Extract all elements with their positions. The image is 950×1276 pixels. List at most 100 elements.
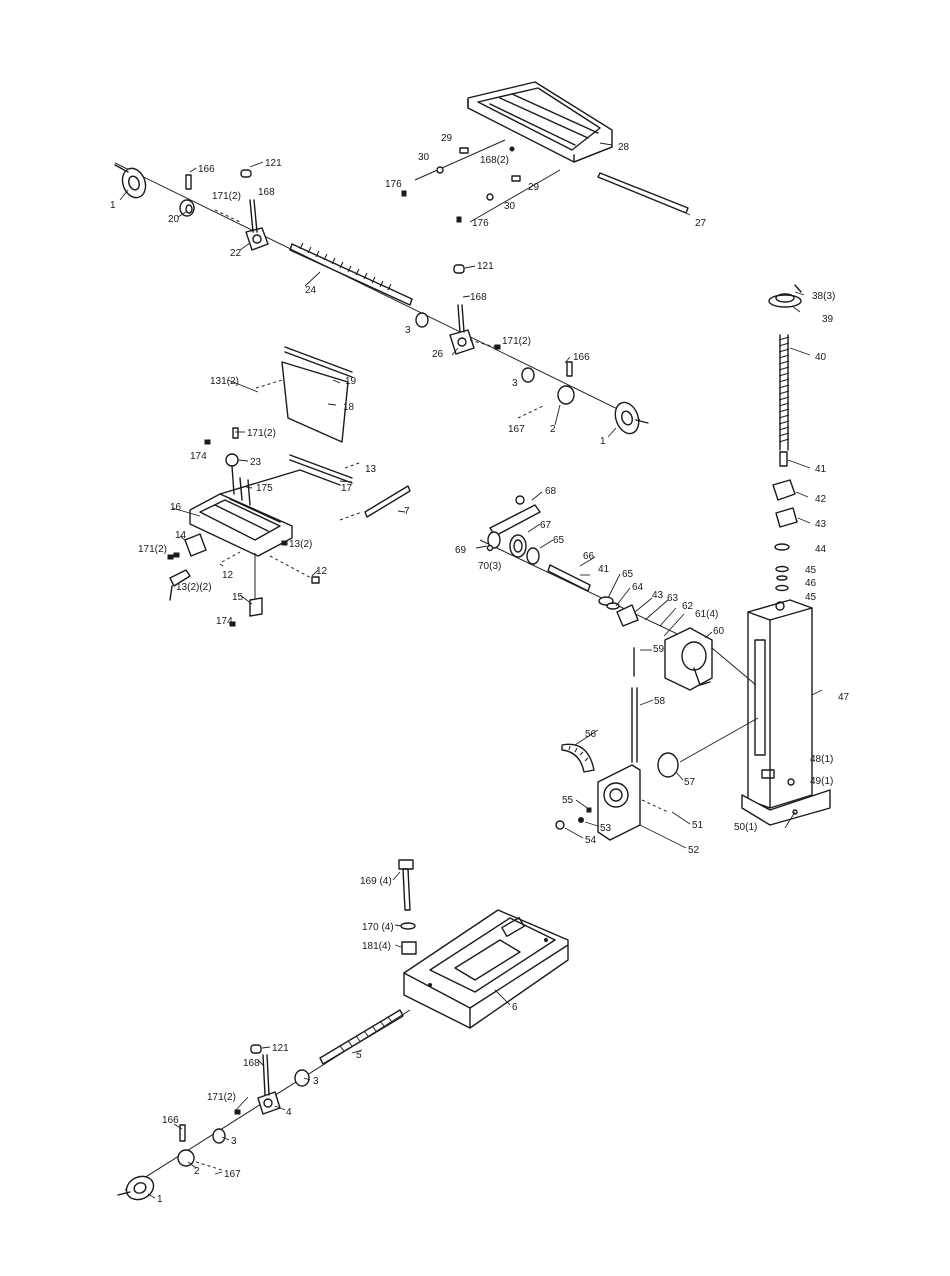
label-38-3: 38(3): [812, 291, 835, 302]
label-121: 121: [265, 158, 282, 169]
label-27: 27: [695, 218, 707, 229]
label-66: 66: [583, 551, 595, 562]
label-4: 4: [286, 1107, 292, 1118]
label-49-1: 49(1): [810, 776, 833, 787]
x-axis-shaft-assembly: [114, 162, 649, 435]
label-175: 175: [256, 483, 273, 494]
label-65: 65: [553, 535, 565, 546]
label-41: 41: [815, 464, 827, 475]
label-59: 59: [653, 644, 665, 655]
label-45: 45: [805, 565, 817, 576]
label-42: 42: [815, 494, 827, 505]
head-assembly: [479, 495, 713, 841]
label-17: 17: [341, 483, 353, 494]
label-166-b: 166: [573, 352, 590, 363]
label-13-2-2: 13(2)(2): [176, 582, 212, 593]
label-18: 18: [343, 402, 355, 413]
label-69: 69: [455, 545, 467, 556]
gib-27: [597, 172, 689, 214]
label-60: 60: [713, 626, 725, 637]
handwheel-bottom: [117, 1175, 155, 1201]
label-62: 62: [682, 601, 694, 612]
label-16: 16: [170, 502, 182, 513]
label-30-b: 30: [504, 201, 516, 212]
label-3: 3: [405, 325, 411, 336]
label-168-2: 168(2): [480, 155, 509, 166]
label-121-b: 121: [477, 261, 494, 272]
label-29: 29: [441, 133, 453, 144]
label-46: 46: [805, 578, 817, 589]
label-170-4: 170 (4): [362, 922, 394, 933]
bracket-22: [245, 199, 269, 251]
label-166-c: 166: [162, 1115, 179, 1126]
label-121-c: 121: [272, 1043, 289, 1054]
table-28: [401, 81, 613, 223]
label-47: 47: [838, 692, 850, 703]
label-1: 1: [110, 200, 116, 211]
label-167: 167: [508, 424, 525, 435]
column-assembly: [679, 284, 831, 826]
label-171-2-e: 171(2): [207, 1092, 236, 1103]
label-174: 174: [190, 451, 207, 462]
label-61-4: 61(4): [695, 609, 718, 620]
label-2: 2: [550, 424, 556, 435]
label-13: 13: [365, 464, 377, 475]
bushing-3: [415, 312, 429, 328]
label-41-b: 41: [598, 564, 610, 575]
label-65-b: 65: [622, 569, 634, 580]
label-44: 44: [815, 544, 827, 555]
label-45-b: 45: [805, 592, 817, 603]
label-58: 58: [654, 696, 666, 707]
label-56: 56: [585, 729, 597, 740]
label-13-2: 13(2): [289, 539, 312, 550]
label-28: 28: [618, 142, 630, 153]
label-39: 39: [822, 314, 834, 325]
label-22: 22: [230, 248, 242, 259]
label-12: 12: [222, 570, 234, 581]
label-40: 40: [815, 352, 827, 363]
label-48-1: 48(1): [810, 754, 833, 765]
label-168: 168: [258, 187, 275, 198]
label-19: 19: [345, 376, 357, 387]
label-171-2-b: 171(2): [502, 336, 531, 347]
label-52: 52: [688, 845, 700, 856]
label-5: 5: [356, 1050, 362, 1061]
label-3-b: 3: [512, 378, 518, 389]
label-166: 166: [198, 164, 215, 175]
handwheel-right: [614, 401, 649, 435]
label-171-2-c: 171(2): [247, 428, 276, 439]
elevation-screw-40: [778, 334, 790, 467]
leader-lines: [119, 142, 823, 1199]
label-6: 6: [512, 1002, 518, 1013]
label-2-b: 2: [194, 1166, 200, 1177]
column-47: [741, 599, 831, 826]
bracket-60: [664, 627, 713, 691]
label-168-d: 168: [243, 1058, 260, 1069]
label-1-c: 1: [157, 1194, 163, 1205]
label-64: 64: [632, 582, 644, 593]
label-43: 43: [815, 519, 827, 530]
label-50-1: 50(1): [734, 822, 757, 833]
label-174-b: 174: [216, 616, 233, 627]
label-24: 24: [305, 285, 317, 296]
label-14: 14: [175, 530, 187, 541]
base-assembly: [117, 859, 569, 1201]
label-7: 7: [404, 506, 410, 517]
label-53: 53: [600, 823, 612, 834]
label-26: 26: [432, 349, 444, 360]
label-70-3: 70(3): [478, 561, 501, 572]
label-67: 67: [540, 520, 552, 531]
label-169-4: 169 (4): [360, 876, 392, 887]
label-171-2: 171(2): [212, 191, 241, 202]
label-1-b: 1: [600, 436, 606, 447]
label-3-d: 3: [231, 1136, 237, 1147]
label-15: 15: [232, 592, 244, 603]
handwheel-left: [114, 164, 147, 199]
label-29-b: 29: [528, 182, 540, 193]
label-3-c: 3: [313, 1076, 319, 1087]
label-68: 68: [545, 486, 557, 497]
leadscrew-24: [289, 242, 413, 306]
label-171-2-d: 171(2): [138, 544, 167, 555]
